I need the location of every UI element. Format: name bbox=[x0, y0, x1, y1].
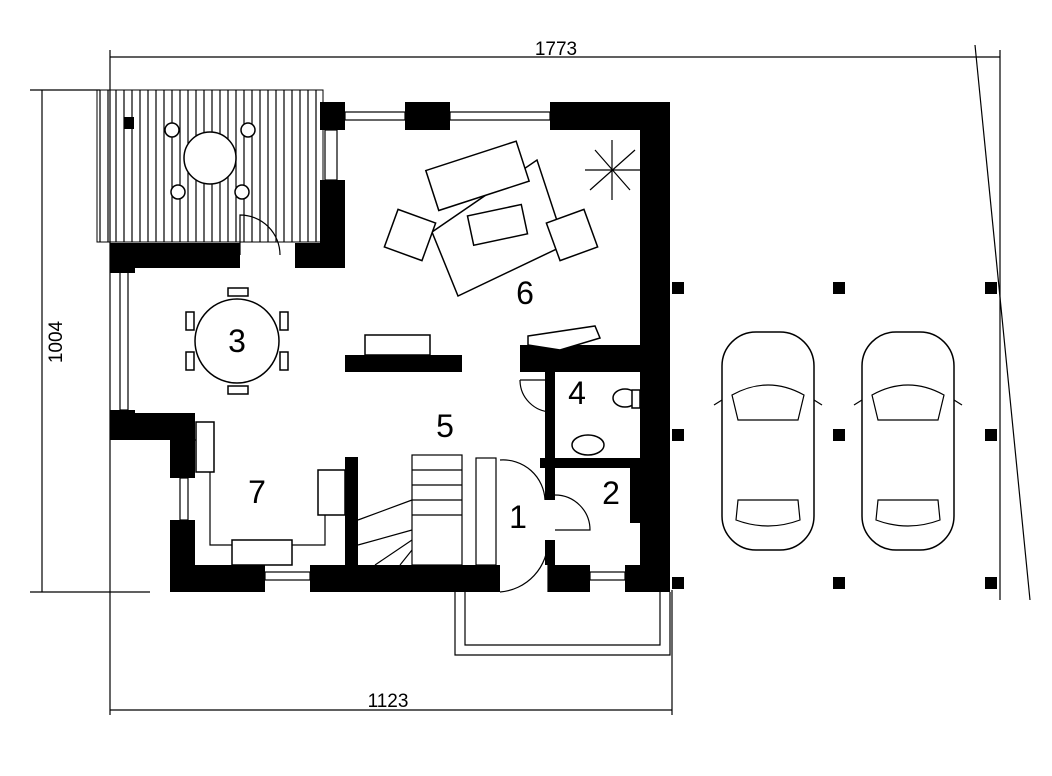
entry-porch bbox=[454, 592, 671, 656]
walls bbox=[110, 102, 670, 592]
house-depth-label: 1004 bbox=[46, 320, 67, 363]
room-number-2: 2 bbox=[602, 475, 620, 511]
house-width-label: 1123 bbox=[368, 691, 409, 712]
living-room-furniture bbox=[383, 140, 640, 298]
car-2 bbox=[853, 331, 963, 551]
kitchen-island bbox=[527, 325, 602, 351]
terrace-table bbox=[124, 117, 256, 200]
total-width-label: 1773 bbox=[535, 39, 577, 60]
fireplace bbox=[364, 334, 431, 356]
plant-icon bbox=[585, 140, 640, 200]
carport-pillars bbox=[672, 282, 997, 589]
room-number-4: 4 bbox=[568, 375, 586, 411]
doors bbox=[239, 214, 591, 593]
bathroom-fixtures bbox=[571, 388, 641, 456]
room-number-1: 1 bbox=[509, 499, 527, 535]
room-number-3: 3 bbox=[228, 323, 246, 359]
windows bbox=[119, 111, 626, 581]
dining-table bbox=[185, 287, 289, 395]
room-number-7: 7 bbox=[248, 474, 266, 510]
terrace-deck bbox=[96, 89, 324, 243]
kitchen-counters bbox=[195, 421, 346, 566]
room-number-6: 6 bbox=[516, 275, 534, 311]
room-number-5: 5 bbox=[436, 408, 454, 444]
car-1 bbox=[713, 331, 823, 551]
staircase bbox=[357, 454, 497, 566]
